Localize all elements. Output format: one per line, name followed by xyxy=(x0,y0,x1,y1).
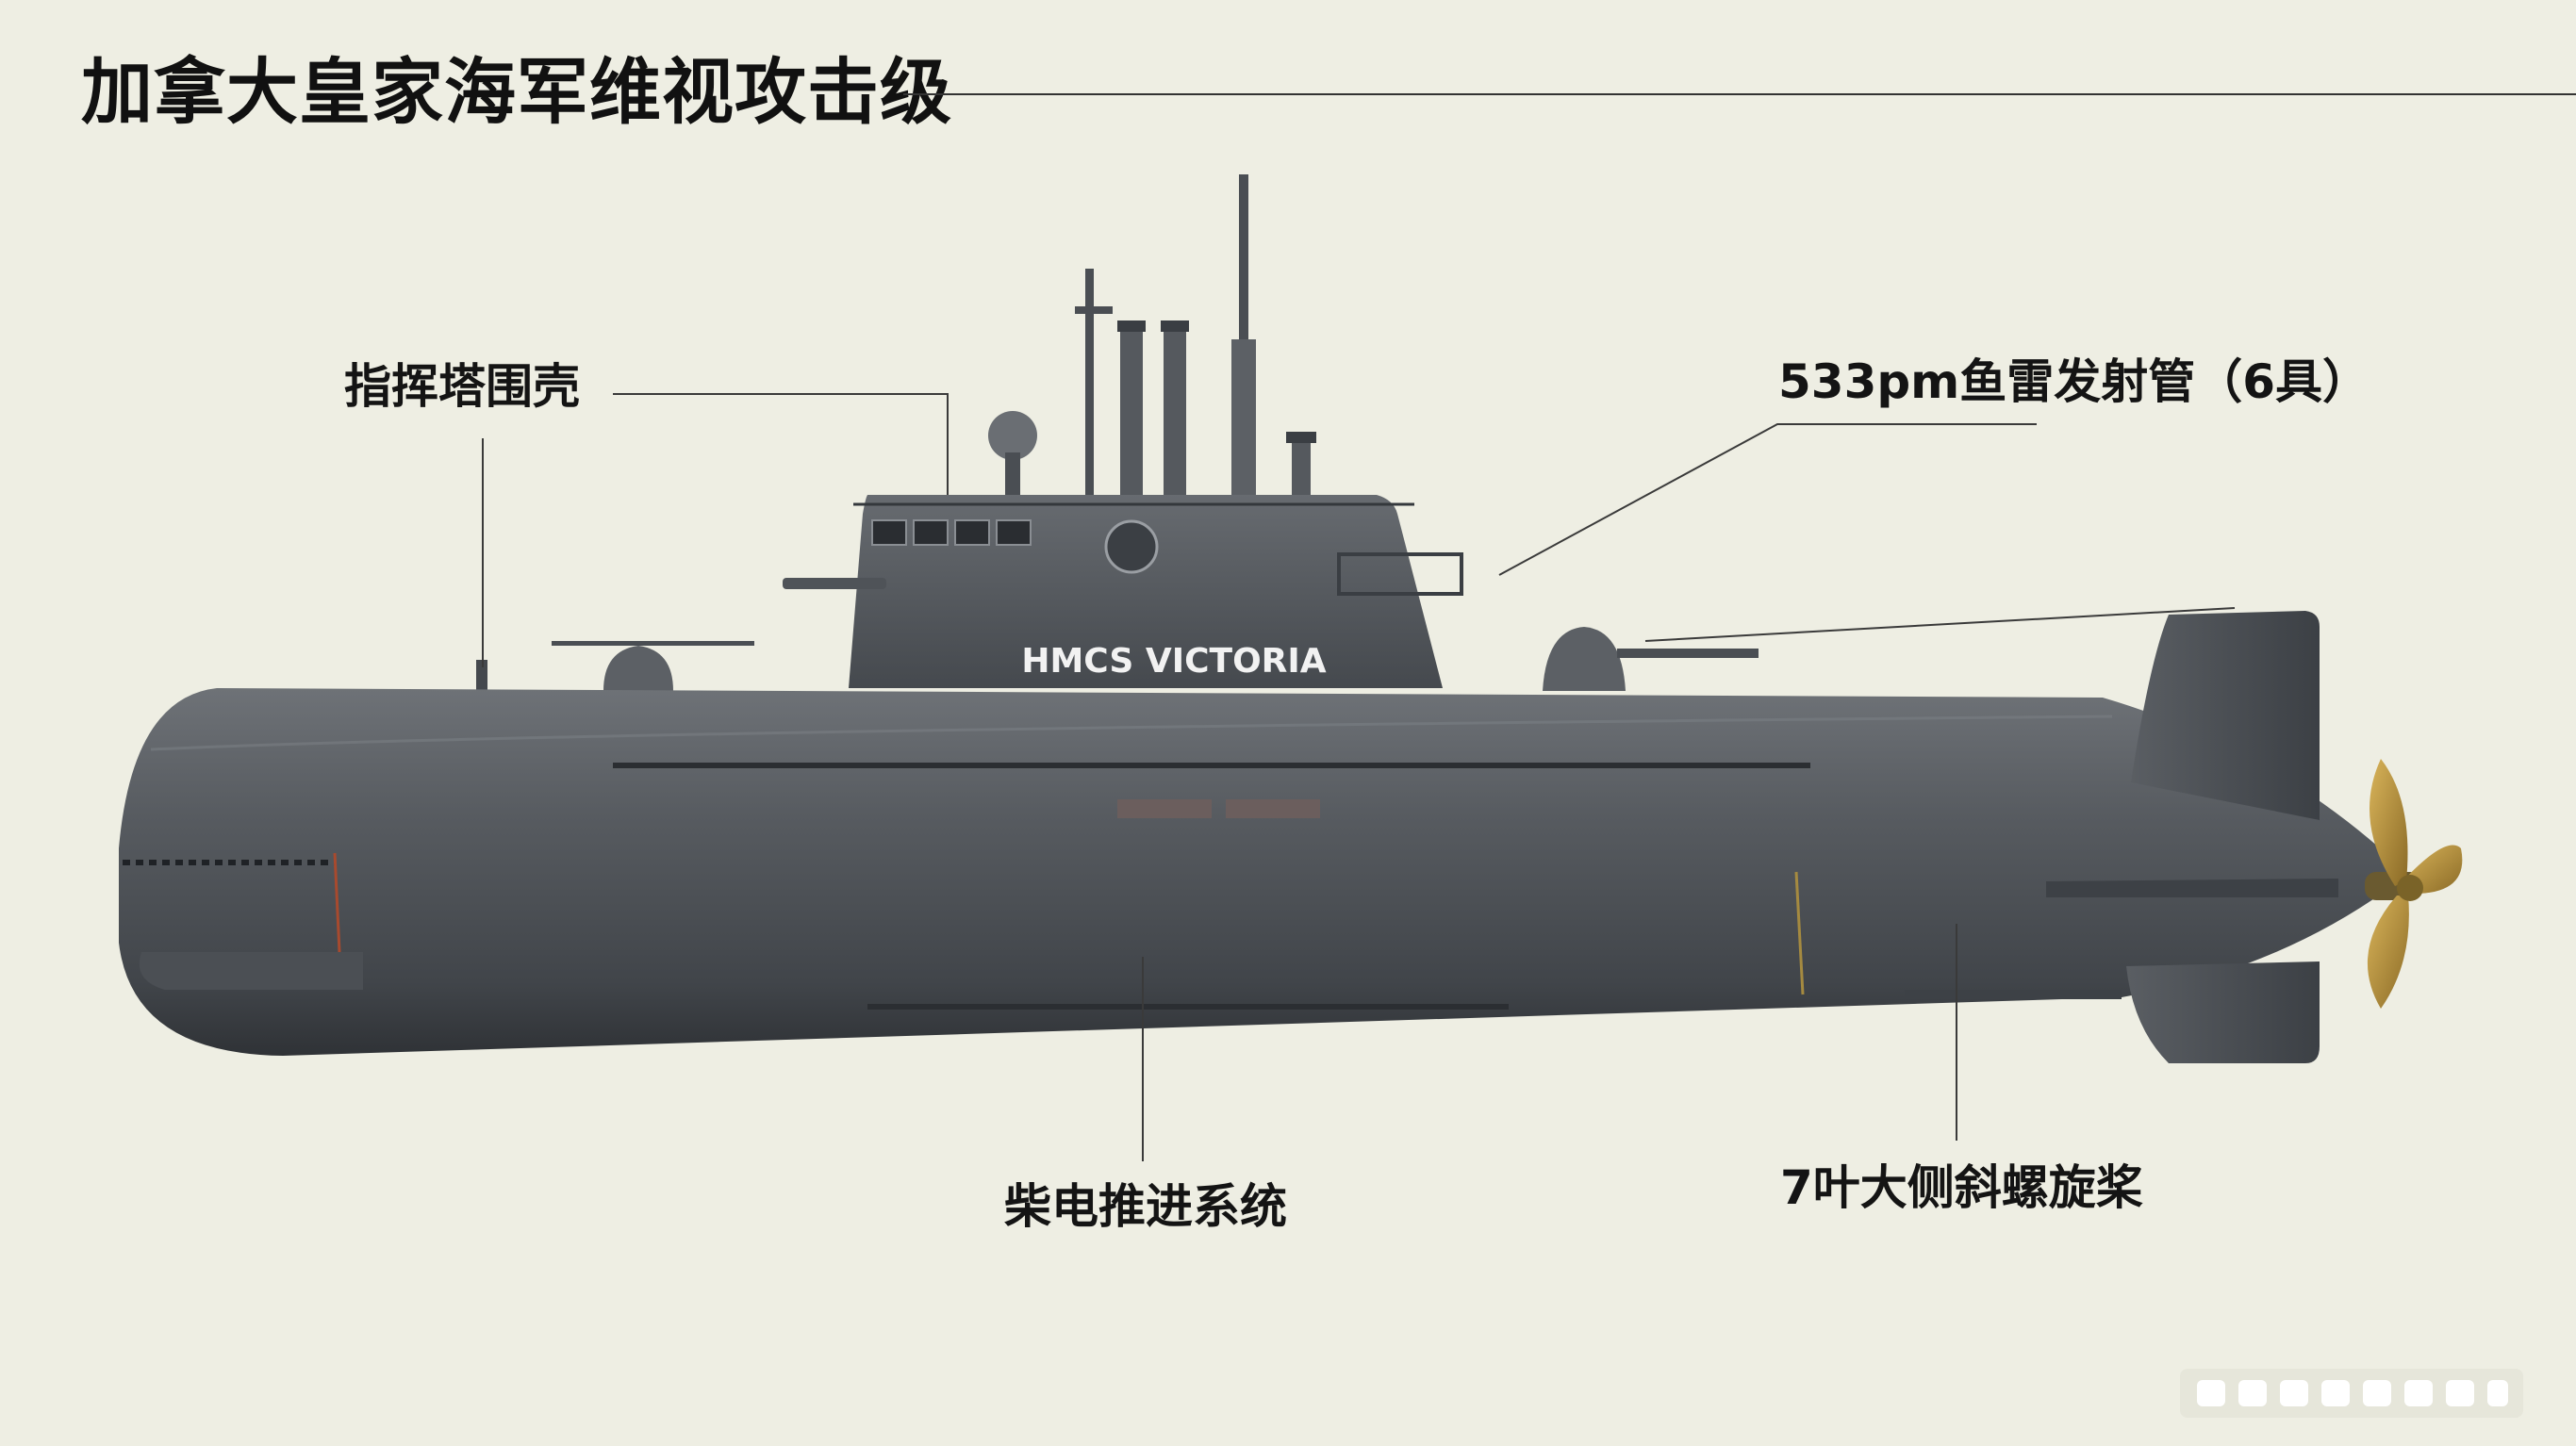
sail: HMCS VICTORIA xyxy=(783,495,1463,688)
leader-lines xyxy=(482,393,2236,1161)
page-title: 加拿大皇家海军维视攻击级 xyxy=(81,50,952,134)
propeller xyxy=(2365,759,2463,1009)
hull-name-label: HMCS VICTORIA xyxy=(1021,642,1326,681)
sail-leader-line xyxy=(613,393,949,495)
sail-windows xyxy=(871,519,1032,546)
title-rule xyxy=(903,93,2576,95)
callout-torpedo-tubes: 533pm鱼雷发射管（6具） xyxy=(1778,354,2370,409)
crest-emblem xyxy=(1104,519,1159,574)
callout-sail: 指挥塔围壳 xyxy=(344,359,580,414)
stern-fins xyxy=(1905,611,2338,1063)
deck-fittings xyxy=(476,627,1759,691)
callout-propulsion: 柴电推进系统 xyxy=(1004,1179,1287,1234)
callout-propeller: 7叶大侧斜螺旋桨 xyxy=(1780,1160,2143,1215)
masts xyxy=(988,174,1316,500)
hull xyxy=(119,688,2400,1056)
watermark-badge xyxy=(2180,1369,2523,1418)
aft-wire xyxy=(1644,607,2236,642)
torpedo-leader-line xyxy=(1498,423,2037,576)
